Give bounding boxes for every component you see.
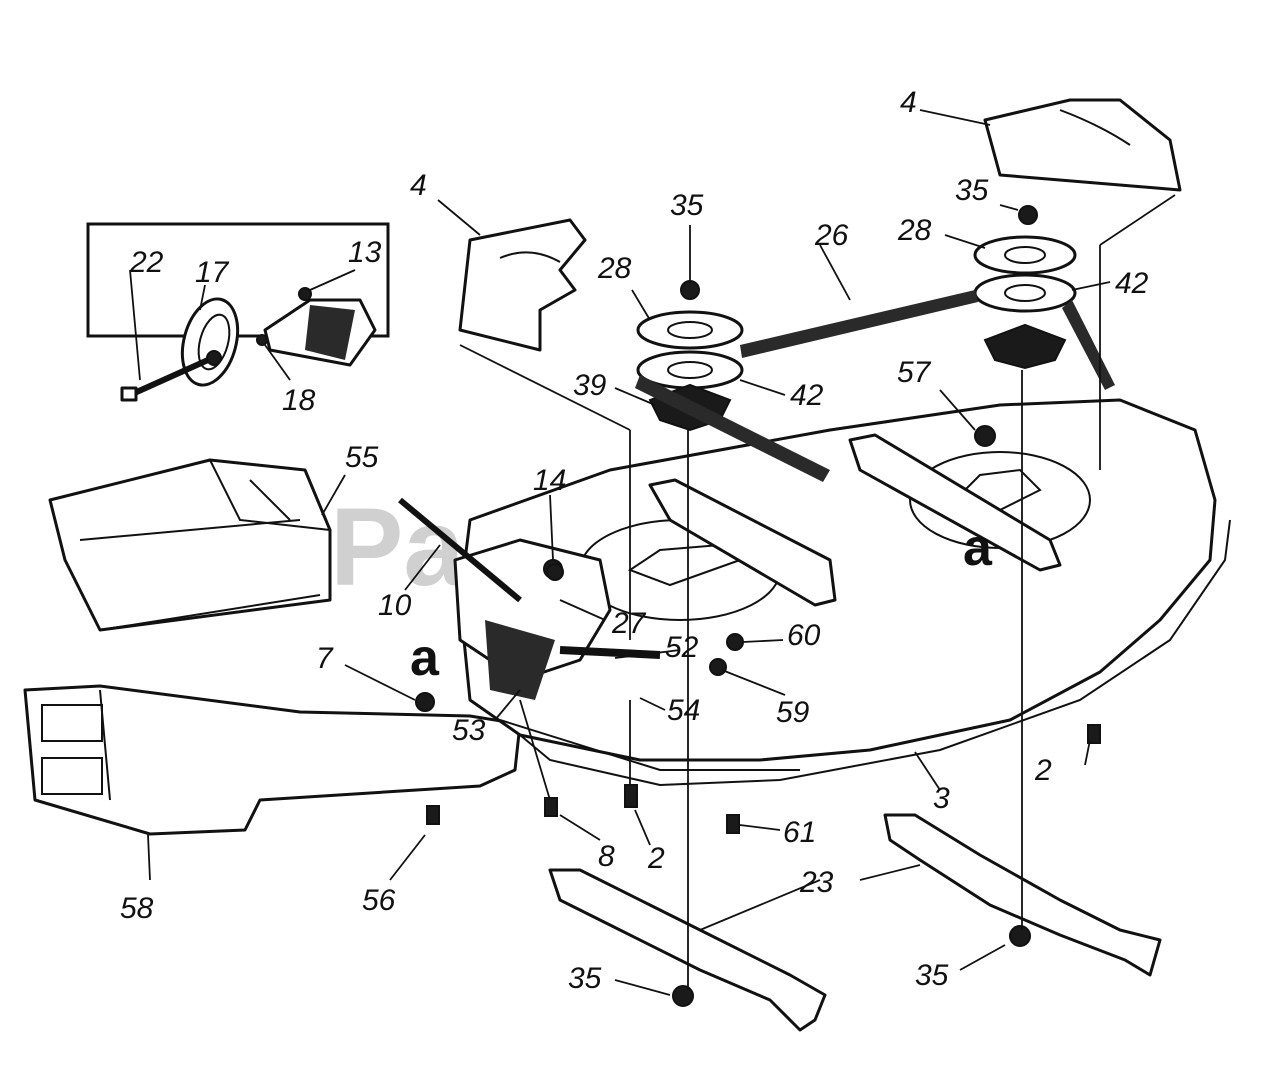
callout-28-left: 28 (597, 252, 632, 285)
callout-17: 17 (195, 256, 230, 289)
callout-58: 58 (120, 892, 154, 925)
callout-13: 13 (348, 236, 382, 269)
part-4-shield-right (983, 98, 1182, 192)
callout-4-left: 4 (410, 169, 427, 202)
deck-bracket-left (648, 478, 837, 607)
callout-61: 61 (783, 816, 816, 849)
callout-60: 60 (787, 619, 821, 652)
callout-3: 3 (933, 782, 950, 815)
reference-mark-a-left: a (410, 629, 440, 687)
callout-22: 22 (129, 246, 164, 279)
callout-42-left: 42 (790, 379, 824, 412)
callout-23: 23 (799, 866, 834, 899)
callout-labels: 22 17 13 18 4 4 35 35 35 35 26 28 28 42 … (120, 86, 1149, 995)
reference-mark-a-right: a (963, 519, 993, 577)
callout-18: 18 (282, 384, 316, 417)
callout-52: 52 (665, 631, 699, 664)
callout-7: 7 (316, 642, 334, 675)
callout-2-center: 2 (647, 842, 665, 875)
callout-10: 10 (378, 589, 412, 622)
part-4-shield-left (458, 218, 587, 352)
callout-56: 56 (362, 884, 396, 917)
leader-lines (459, 194, 1176, 990)
callout-4-right: 4 (900, 86, 917, 119)
callout-8: 8 (598, 840, 615, 873)
callout-2-right: 2 (1034, 754, 1052, 787)
part-27-pivot-bracket (398, 497, 661, 700)
callout-28-right: 28 (897, 214, 932, 247)
callout-55: 55 (345, 441, 379, 474)
callout-27: 27 (611, 607, 647, 640)
callout-39: 39 (573, 369, 607, 402)
part-26-belt (635, 290, 1115, 482)
detail-inset (86, 222, 390, 402)
spindle-assembly-right (973, 205, 1077, 370)
hardware-bits (415, 425, 1101, 1007)
callout-35-left-bottom: 35 (568, 962, 602, 995)
callout-57: 57 (897, 356, 932, 389)
callout-53: 53 (452, 714, 486, 747)
callout-42-right: 42 (1115, 267, 1149, 300)
callout-35-right-bottom: 35 (915, 959, 949, 992)
callout-59: 59 (776, 696, 810, 729)
part-58-bumper (23, 684, 522, 836)
callout-14: 14 (533, 464, 566, 497)
callout-35-right-top: 35 (955, 174, 989, 207)
callout-26: 26 (814, 219, 849, 252)
callout-arrows (129, 109, 1111, 996)
callout-54: 54 (667, 694, 700, 727)
deck-bracket-right (848, 433, 1062, 572)
part-3-mower-deck (458, 398, 1231, 787)
part-55-deflector (48, 458, 332, 632)
callout-35-left-top: 35 (670, 189, 704, 222)
